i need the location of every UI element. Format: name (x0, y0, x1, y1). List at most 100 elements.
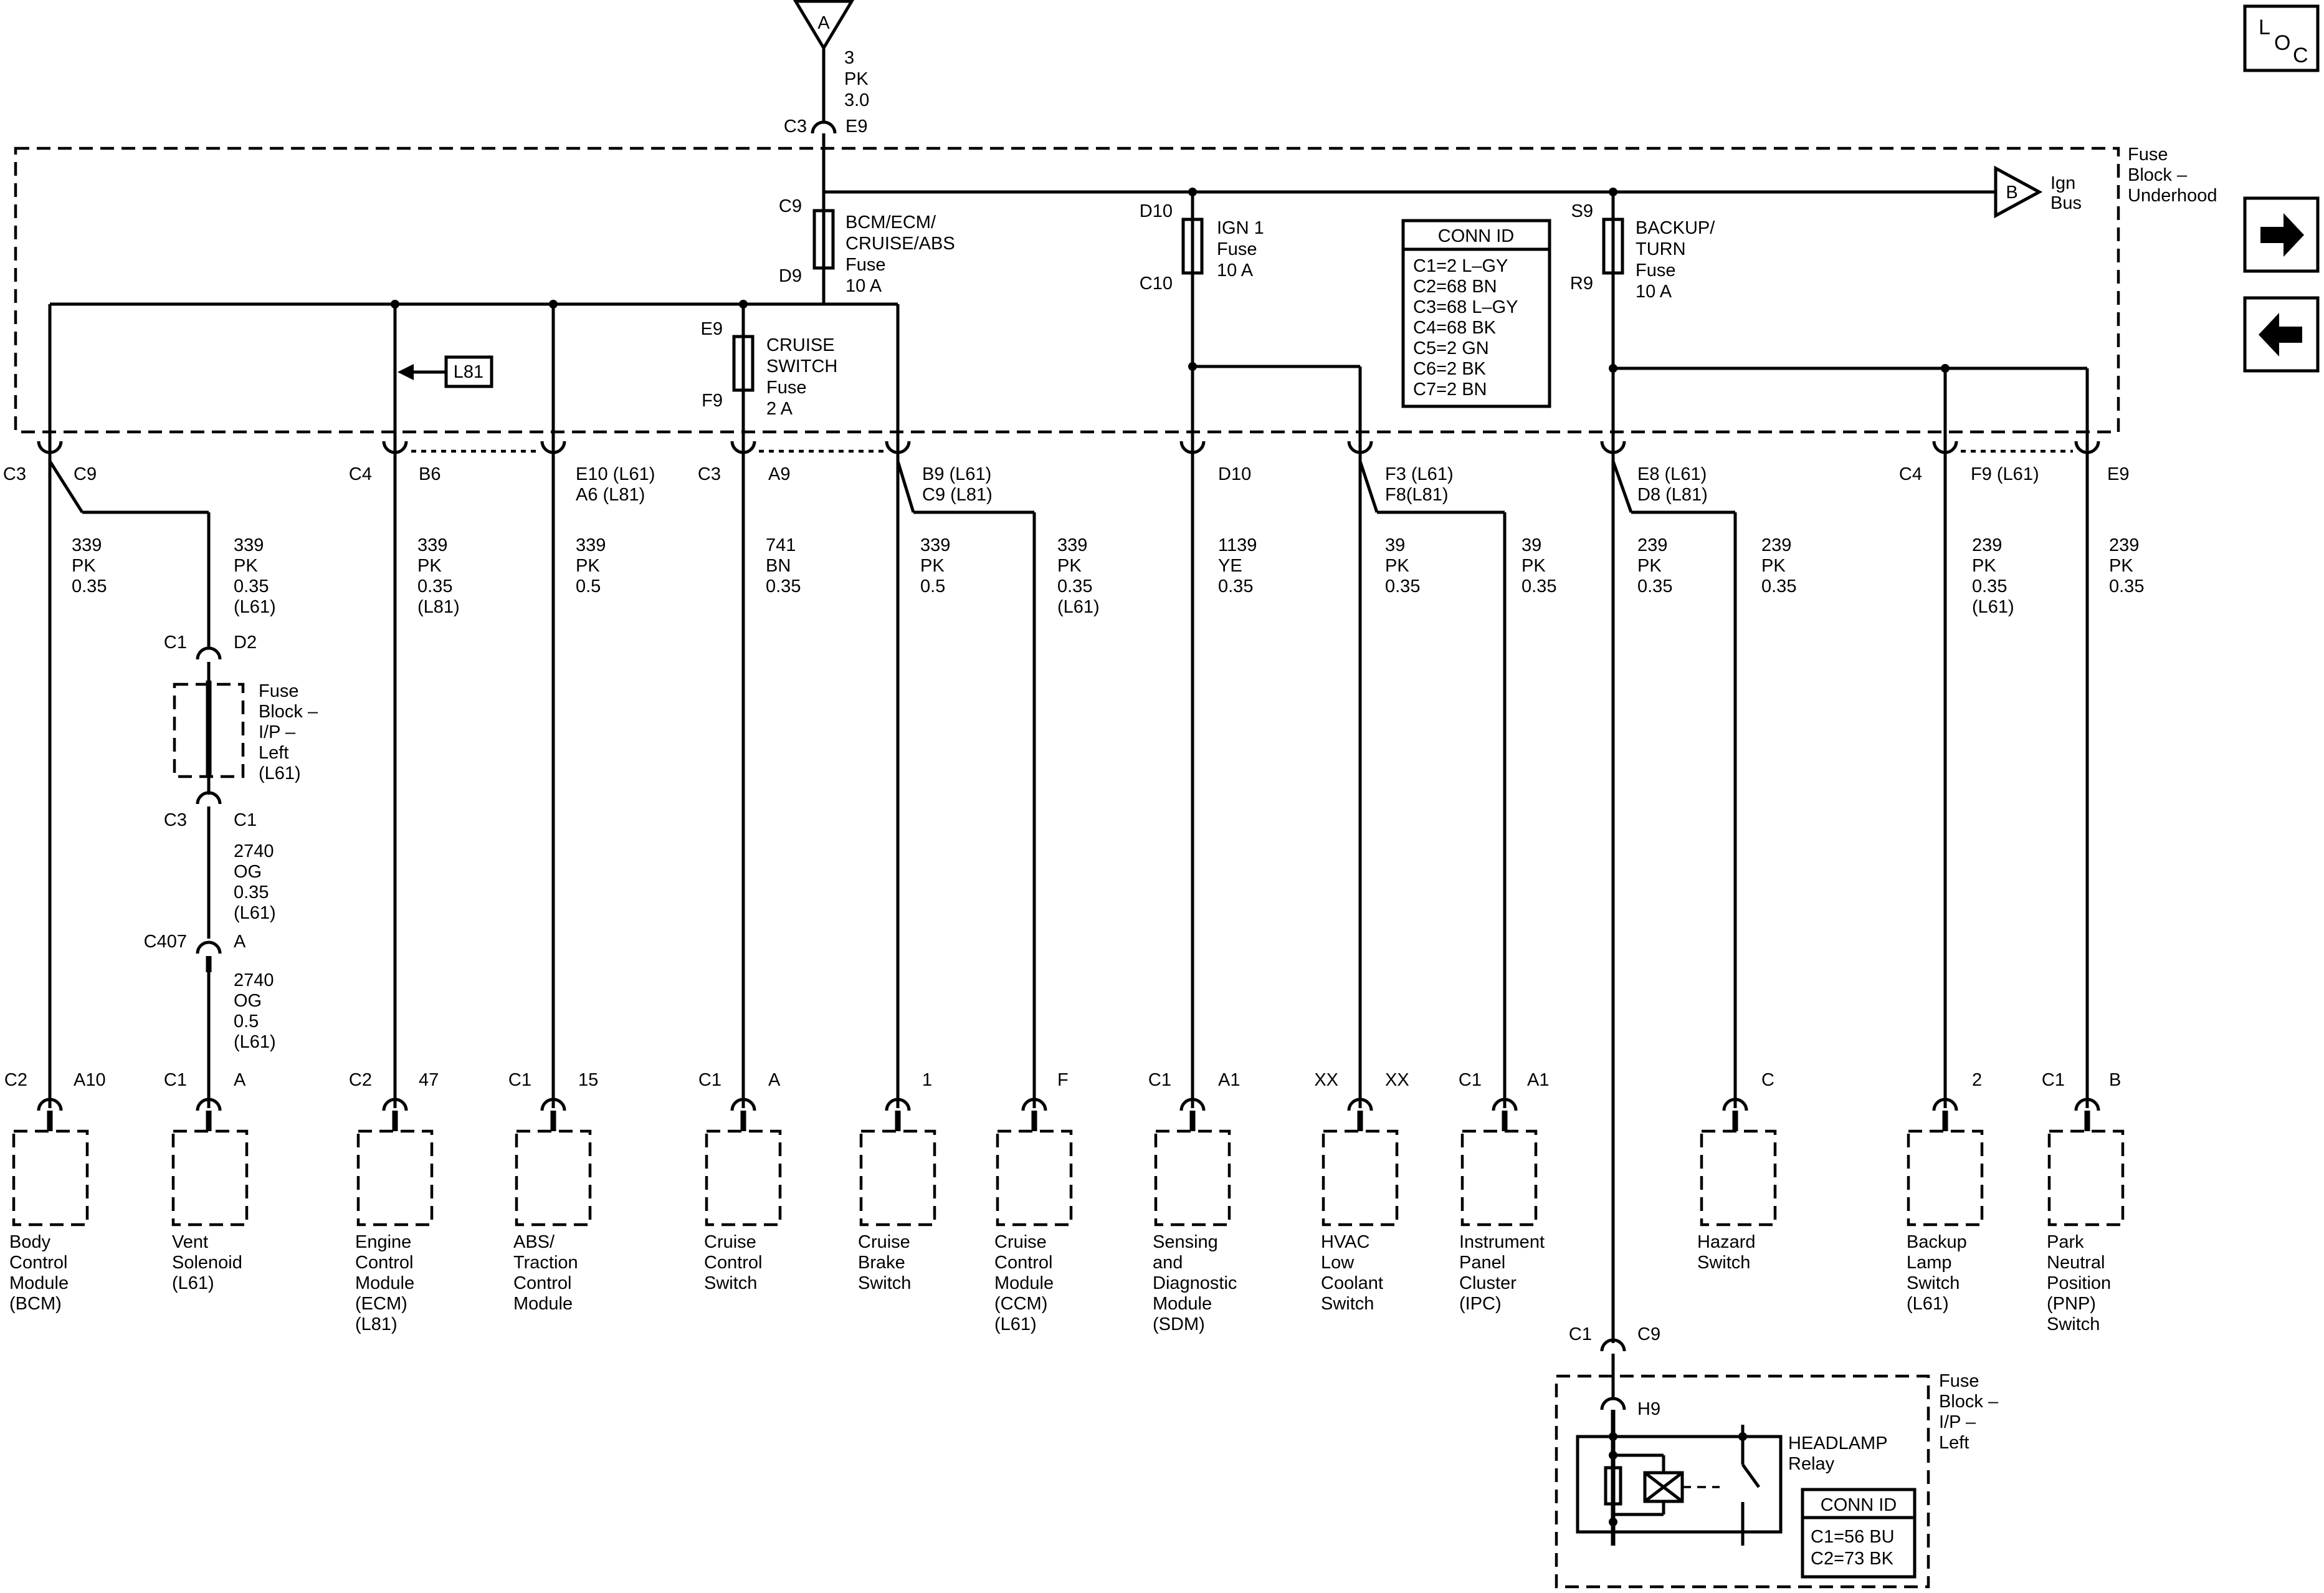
svg-text:C2=73 BK: C2=73 BK (1811, 1549, 1894, 1569)
conn-id-table-underhood: CONN ID C1=2 L–GY C2=68 BN C3=68 L–GY C4… (1401, 219, 1551, 408)
svg-text:IGN 1 Fuse 10 A: IGN 1 Fuse 10 A (1217, 218, 1269, 280)
block-pin-c4-f9: C4 F9 (L61) (1899, 441, 2039, 484)
svg-text:B: B (2006, 183, 2017, 203)
svg-text:XX: XX (1314, 1070, 1338, 1090)
svg-text:C3: C3 (164, 810, 187, 830)
svg-text:C3: C3 (698, 464, 721, 484)
svg-text:C1: C1 (698, 1070, 721, 1090)
svg-text:C: C (2293, 44, 2308, 67)
svg-text:F9: F9 (702, 391, 723, 411)
svg-text:C9: C9 (779, 196, 802, 216)
fuse-block-underhood-boundary (14, 146, 2120, 434)
svg-text:C1: C1 (164, 633, 187, 653)
svg-text:L81: L81 (454, 362, 483, 382)
svg-text:CONN ID: CONN ID (1438, 226, 1514, 246)
svg-text:C7=2 BN: C7=2 BN (1413, 380, 1487, 399)
svg-text:2: 2 (1972, 1070, 1982, 1090)
svg-text:C5=2 GN: C5=2 GN (1413, 338, 1489, 358)
svg-text:C1=2 L–GY: C1=2 L–GY (1413, 256, 1508, 276)
svg-text:C4: C4 (1899, 464, 1922, 484)
svg-text:HEADLAMP Relay: HEADLAMP Relay (1788, 1433, 1892, 1474)
feed-inline-connector: C3 E9 (784, 117, 867, 142)
svg-text:Fuse Block – I/P –: Fuse Block – I/P – Left (1939, 1371, 2003, 1453)
svg-text:B6: B6 (419, 464, 441, 484)
svg-text:C4: C4 (349, 464, 372, 484)
feed-wire-label: 3 PK 3.0 (844, 48, 874, 110)
svg-text:A: A (768, 1070, 781, 1090)
ign1-fuse: D10 C10 IGN 1 Fuse 10 A (1140, 201, 1269, 294)
svg-text:C1: C1 (164, 1070, 187, 1090)
svg-text:E8 (L61) D8 (L81): E8 (L61) D8 (L81) (1637, 464, 1712, 505)
svg-text:R9: R9 (1570, 274, 1593, 294)
ign-bus-arrow: B (1994, 165, 2043, 219)
svg-text:2740 OG 0.5: 2740 OG 0.5 (L61) (234, 970, 279, 1052)
svg-text:C2=68 BN: C2=68 BN (1413, 277, 1497, 297)
next-page-arrow-icon[interactable] (2243, 196, 2320, 273)
svg-text:O: O (2274, 31, 2290, 55)
svg-text:C: C (1761, 1070, 1774, 1090)
svg-text:15: 15 (578, 1070, 598, 1090)
block-pin-e9: E9 (2074, 441, 2129, 484)
l81-reference-tag[interactable]: L81 (398, 355, 493, 388)
locator-icon[interactable]: L O C (2243, 4, 2320, 72)
svg-text:D2: D2 (234, 633, 257, 653)
svg-text:C6=2 BK: C6=2 BK (1413, 359, 1487, 379)
svg-text:C3: C3 (3, 464, 26, 484)
block-pin-e8-d8: E8 (L61) D8 (L81) (1600, 441, 1712, 505)
svg-text:A: A (234, 1070, 246, 1090)
previous-page-arrow-icon[interactable] (2243, 296, 2320, 373)
svg-text:F: F (1057, 1070, 1069, 1090)
svg-text:Fuse Block – I/P –: Fuse Block – I/P – Left (L61) (259, 681, 323, 783)
svg-text:C1: C1 (1148, 1070, 1171, 1090)
block-pin-d10: D10 (1179, 441, 1251, 484)
svg-text:CRUISE SWITCH Fuse: CRUISE SWITCH Fuse 2 A (766, 335, 842, 419)
svg-text:1: 1 (922, 1070, 932, 1090)
vent-path-ip-fuse-block: C1 D2 Fuse Block – I/P – Left (L61) C3 C… (144, 633, 323, 1108)
svg-text:A: A (234, 932, 246, 952)
svg-text:C3: C3 (784, 117, 807, 136)
svg-text:D10: D10 (1140, 201, 1173, 221)
svg-text:A10: A10 (74, 1070, 106, 1090)
svg-text:A: A (817, 13, 830, 33)
svg-text:XX: XX (1385, 1070, 1409, 1090)
cruise-switch-fuse: E9 F9 CRUISE SWITCH Fuse 2 A (701, 319, 842, 419)
svg-text:C1: C1 (234, 810, 257, 830)
bcm-ecm-cruise-abs-fuse: C9 D9 BCM/ECM/ CRUISE/ABS Fuse 10 A (779, 196, 955, 296)
svg-text:S9: S9 (1571, 201, 1593, 221)
backup-turn-fuse: S9 R9 BACKUP/ TURN Fuse 10 A (1570, 201, 1715, 302)
svg-text:E10 (L61) A6 (L81): E10 (L61) A6 (L81) (576, 464, 660, 505)
svg-text:E9: E9 (2107, 464, 2129, 484)
fuse-block-underhood-label: Fuse Block – Underhood (2128, 145, 2217, 206)
block-pin-c3-a9: C3 A9 (698, 441, 790, 484)
